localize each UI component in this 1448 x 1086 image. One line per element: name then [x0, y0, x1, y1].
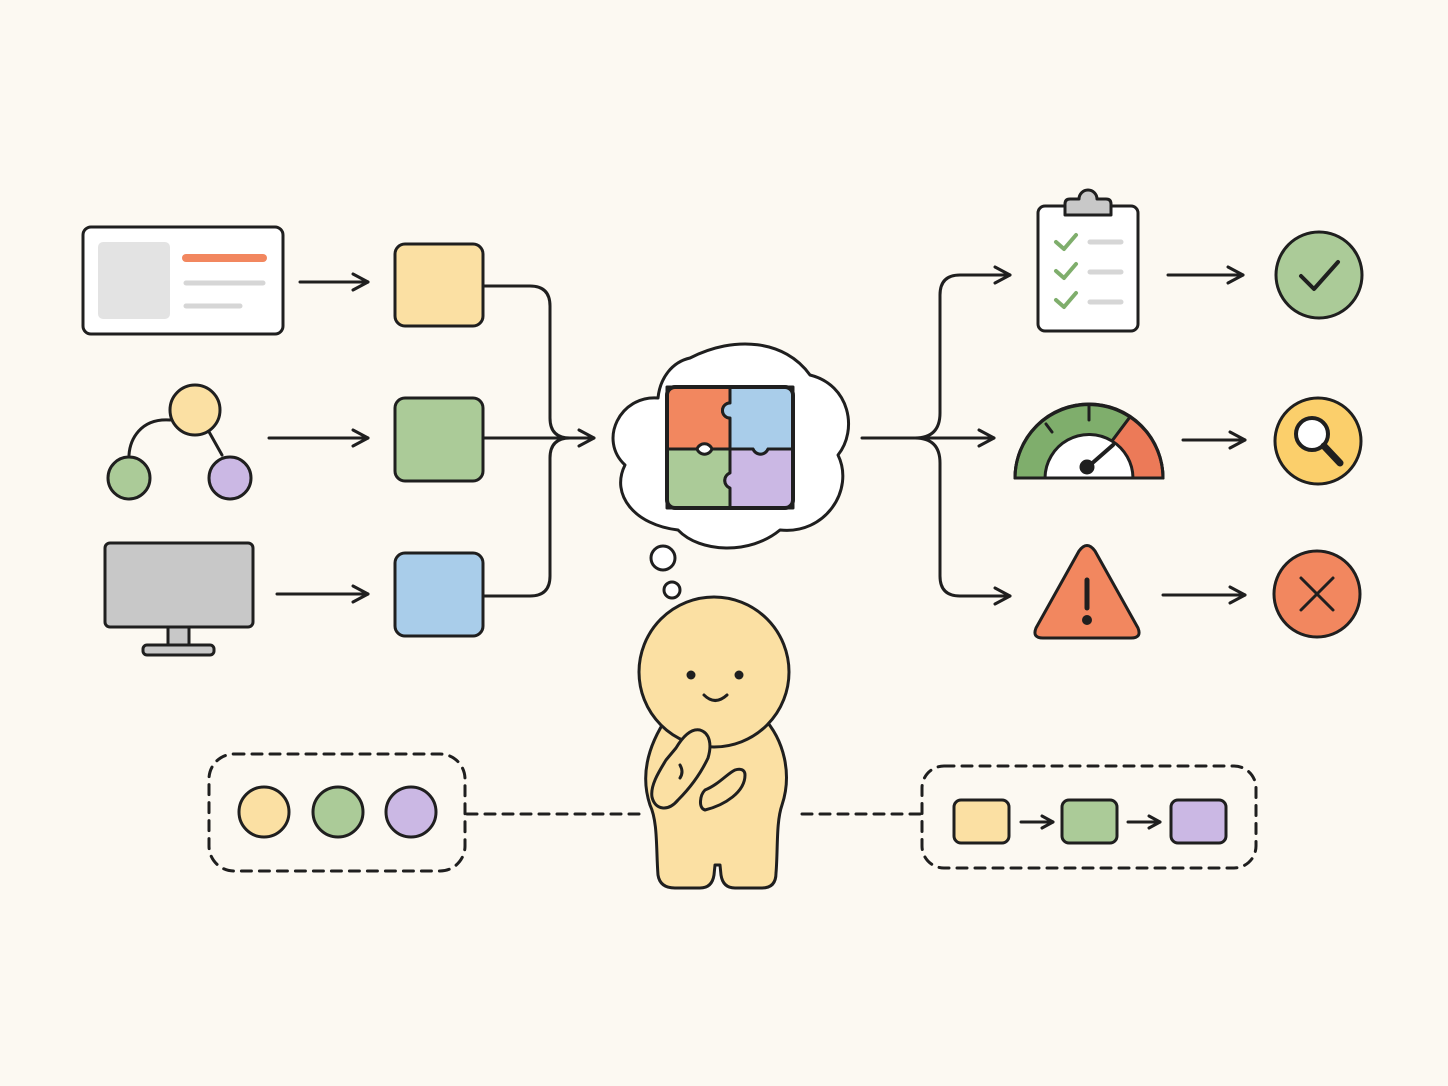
small-green-block	[1060, 798, 1119, 845]
green-block	[393, 396, 485, 483]
thought-bubble-large	[649, 544, 677, 572]
small-yellow-block	[952, 798, 1011, 845]
warning-triangle-icon	[1033, 544, 1141, 640]
checklist-clipboard-icon	[1036, 188, 1140, 333]
yellow-block	[393, 242, 485, 328]
document-card-icon	[81, 225, 285, 336]
merge-connectors	[481, 284, 596, 598]
small-purple-block	[1169, 798, 1228, 845]
yellow-dot	[237, 785, 291, 839]
bottom-left-group	[207, 752, 467, 873]
check-circle-icon	[1274, 230, 1364, 320]
jigsaw-puzzle-icon	[665, 385, 795, 510]
blue-block	[393, 551, 485, 638]
green-dot	[311, 785, 365, 839]
tree-graph-icon	[106, 383, 253, 501]
split-connectors	[860, 265, 1012, 606]
magnifier-circle-icon	[1273, 396, 1363, 486]
monitor-icon	[103, 541, 255, 657]
cross-circle-icon	[1272, 549, 1362, 639]
speed-gauge-icon	[1013, 402, 1165, 480]
thought-bubble-small	[662, 580, 682, 600]
purple-dot	[384, 785, 438, 839]
bottom-right-group	[920, 764, 1258, 870]
thinking-character-icon	[637, 595, 791, 890]
